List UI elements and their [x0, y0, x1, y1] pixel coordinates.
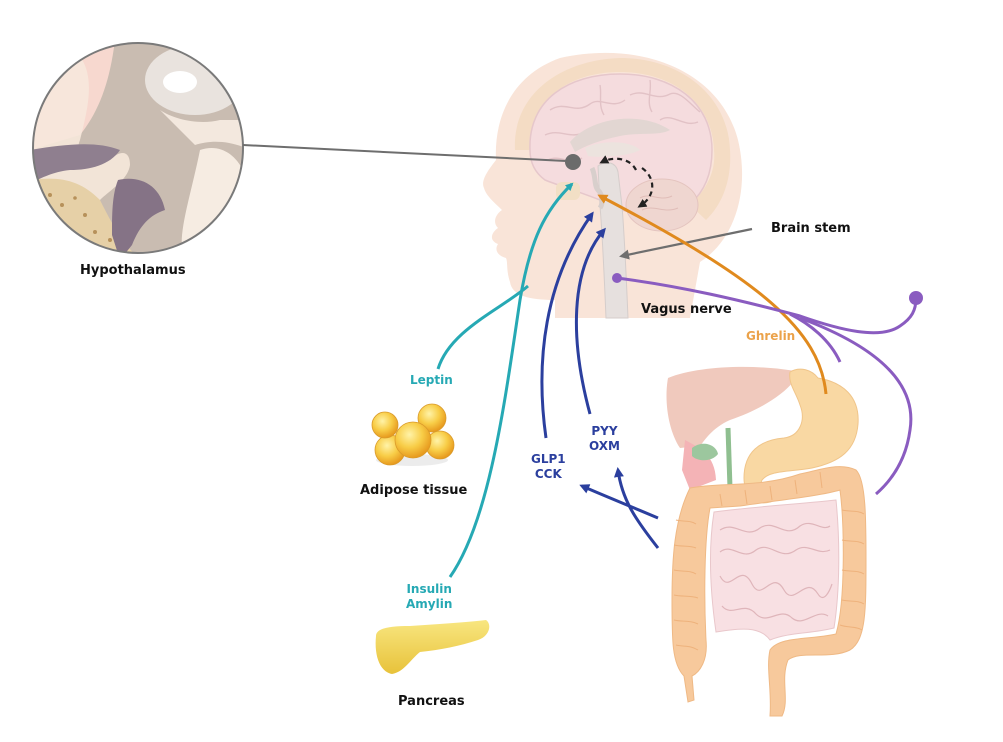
digestive-tract	[666, 366, 867, 717]
cerebellum	[625, 178, 699, 232]
hypothalamus-zoom	[32, 42, 244, 254]
brain-stem-pointer	[619, 227, 753, 260]
glp1-label: GLP1	[531, 452, 566, 466]
liver	[666, 366, 800, 448]
pyy-oxm-label: PYY OXM	[589, 424, 620, 454]
ghrelin-pathway	[597, 194, 828, 395]
hypothalamus-connector-line	[242, 144, 567, 162]
large-intestine	[671, 466, 867, 717]
brain-stem-label: Brain stem	[771, 221, 851, 236]
corpus-callosum	[570, 118, 670, 152]
hypothalamus-label: Hypothalamus	[80, 263, 186, 278]
small-intestine	[709, 499, 840, 641]
ghrelin-label: Ghrelin	[746, 329, 796, 343]
brain-gyri	[544, 79, 701, 162]
cck-label: CCK	[534, 467, 562, 481]
gallbladder	[692, 443, 718, 461]
feedback-arrow-lower	[637, 167, 654, 208]
thalamus	[585, 142, 640, 157]
glp1-cck-pathway	[579, 484, 659, 520]
adipose-tissue-label: Adipose tissue	[360, 483, 468, 498]
skull	[514, 58, 731, 220]
vagus-nerve-label: Vagus nerve	[641, 302, 732, 317]
small-intestine-loops	[719, 522, 833, 622]
pyy-oxm-to-brain-pathway	[574, 227, 606, 415]
insulin-label: Insulin	[406, 582, 452, 596]
insulin-amylin-pathway	[448, 182, 574, 578]
leptin-label: Leptin	[410, 373, 453, 387]
leptin-pathway	[436, 284, 529, 370]
amylin-label: Amylin	[406, 597, 453, 611]
adipose-tissue-illustration	[371, 403, 455, 466]
pancreas-illustration	[375, 620, 490, 674]
glp1-cck-label: GLP1 CCK	[531, 452, 566, 482]
pyy-label: PYY	[591, 424, 618, 438]
feedback-arrow	[599, 155, 637, 171]
vagus-nerve	[612, 273, 923, 496]
insulin-amylin-label: Insulin Amylin	[406, 582, 452, 612]
hypothalamus-marker	[565, 154, 581, 170]
glp1-cck-to-brain-pathway	[540, 211, 594, 439]
oxm-label: OXM	[589, 439, 620, 453]
pyy-oxm-pathway	[613, 467, 660, 549]
pancreas-label: Pancreas	[398, 694, 465, 709]
